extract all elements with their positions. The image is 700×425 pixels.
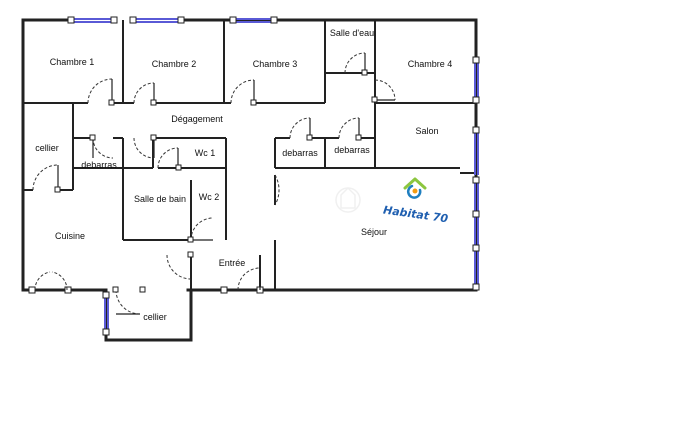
watermark-logo (335, 186, 361, 213)
label-chambre-1: Chambre 1 (50, 57, 95, 67)
label-cuisine: Cuisine (55, 231, 85, 241)
habitat-70-logo: Habitat 70 (382, 177, 449, 225)
label-wc-2: Wc 2 (199, 192, 220, 202)
door-swings (32, 52, 396, 315)
label-chambre-3: Chambre 3 (253, 59, 298, 69)
label-salle-eau: Salle d'eau (330, 28, 374, 38)
window-caps (28, 16, 480, 336)
label-degagement: Dégagement (171, 114, 223, 124)
logo-text: Habitat 70 (382, 203, 449, 225)
label-wc-1: Wc 1 (195, 148, 216, 158)
label-debarras-3: debarras (334, 145, 370, 155)
logo-swirl-icon (407, 184, 422, 199)
label-chambre-2: Chambre 2 (152, 59, 197, 69)
windows (71, 18, 479, 332)
label-debarras-2: debarras (282, 148, 318, 158)
label-cellier-1: cellier (35, 143, 59, 153)
door-hinges (54, 69, 378, 293)
label-salle-de-bain: Salle de bain (134, 194, 186, 204)
logo-roof-icon (403, 177, 427, 190)
label-sejour: Séjour (361, 227, 387, 237)
label-cellier-2: cellier (143, 312, 167, 322)
label-salon: Salon (415, 126, 438, 136)
label-debarras-1: debarras (81, 160, 117, 170)
room-labels: Chambre 1 Chambre 2 Chambre 3 Salle d'ea… (35, 28, 452, 322)
label-entree: Entrée (219, 258, 246, 268)
logo-dot-icon (412, 188, 418, 194)
label-chambre-4: Chambre 4 (408, 59, 453, 69)
